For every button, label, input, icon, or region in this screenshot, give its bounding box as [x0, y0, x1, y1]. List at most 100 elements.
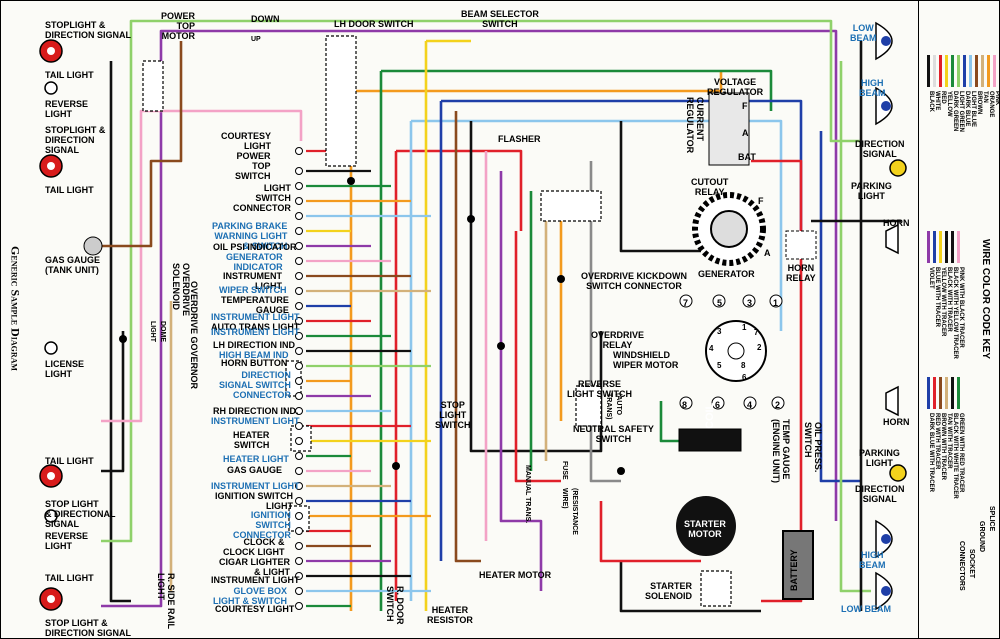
key-swatch-brown [975, 55, 978, 87]
splice-dot-3 [467, 215, 475, 223]
socket-6 [295, 242, 303, 250]
label-tail-2: TAIL LIGHT [45, 185, 94, 195]
connector-block-2 [540, 190, 602, 222]
socket-0 [295, 147, 303, 155]
splice-dot-0 [119, 335, 127, 343]
key-symbol-socket: SOCKET [968, 549, 975, 579]
distributor-center [727, 342, 745, 360]
socket-23 [295, 497, 303, 505]
key-symbol-connectors: CONNECTORS [958, 541, 965, 591]
label-cutout-relay: CUTOUT RELAY [691, 177, 729, 197]
label-instrument-light-4: INSTRUMENT LIGHT [211, 416, 300, 426]
label-resistance-wire: (RESISTANCE WIRE) [561, 488, 578, 535]
label-starter-solenoid: STARTER SOLENOID [645, 581, 693, 601]
red-lamp-center-3 [47, 595, 55, 603]
diagram-title: Generic Sample Diagram [8, 246, 23, 371]
wire-dkgreen-10 [381, 69, 773, 111]
label-lh-direction-ind: LH DIRECTION IND [213, 340, 295, 350]
socket-1 [295, 167, 303, 175]
label-dome-light: DOME LIGHT [149, 321, 166, 342]
label-battery: BATTERY [789, 549, 799, 592]
label-r-side-rail: R. SIDE RAIL LIGHT [156, 573, 176, 630]
label-clock: CLOCK & CLOCK LIGHT [223, 537, 285, 557]
key-swatch-black-with-yellow-tracer [951, 231, 954, 263]
distributor-plug-0 [679, 294, 693, 308]
socket-15 [295, 377, 303, 385]
label-stop-dir-3: STOP LIGHT & DIRECTIONAL SIGNAL [45, 499, 116, 529]
label-beam-selector: BEAM SELECTOR SWITCH [461, 9, 539, 29]
small-bulb-0 [44, 81, 58, 95]
socket-4 [295, 212, 303, 220]
dist-num-8: 8 [682, 400, 688, 410]
socket-24 [295, 512, 303, 520]
socket-30 [295, 602, 303, 610]
label-direction-signal-bottom: DIRECTION SIGNAL [855, 484, 905, 504]
socket-25 [295, 527, 303, 535]
dist-num-7: 7 [683, 298, 689, 308]
wire-red-12 [396, 149, 523, 231]
wire-brown-5 [101, 41, 183, 248]
label-reverse-light-switch: REVERSE LIGHT SWITCH [567, 379, 632, 399]
key-swatch-yellow-with-tracer [939, 231, 942, 263]
distributor-plug-1 [712, 294, 726, 308]
key-swatch-pink [993, 55, 996, 87]
wire-dkblue-30 [819, 131, 861, 483]
label-parking-light-top: PARKING LIGHT [851, 181, 892, 201]
wire-red-23 [514, 231, 561, 483]
socket-16 [295, 392, 303, 400]
key-swatch-blue-with-tracer [933, 231, 936, 263]
connector-block-7 [700, 570, 732, 607]
label-generator: GENERATOR [698, 269, 755, 279]
label-low-beam-bottom: LOW BEAM [841, 604, 891, 614]
red-lamp-center-1 [47, 162, 55, 170]
splice-dot-4 [497, 342, 505, 350]
label-heater-light: HEATER LIGHT [223, 454, 289, 464]
small-bulb-2 [44, 509, 58, 523]
key-symbol-ground: GROUND [978, 521, 985, 553]
label-overdrive-relay: OVERDRIVE RELAY [591, 330, 645, 350]
splice-dot-1 [347, 177, 355, 185]
label-flasher: FLASHER [498, 134, 541, 144]
splice-dot-2 [392, 462, 400, 470]
label-gas-gauge: GAS GAUGE [227, 465, 283, 475]
dist-num-3: 3 [747, 298, 753, 308]
label-parking-brake: PARKING BRAKE WARNING LIGHT & SWITCH [212, 221, 288, 251]
label-tail-bottom: TAIL LIGHT [45, 573, 94, 583]
label-horn-top: HORN [883, 218, 910, 228]
key-swatch-red [939, 55, 942, 87]
splice-dot-6 [617, 467, 625, 475]
starter-motor-body [676, 496, 736, 556]
label-ignition-switch-light: IGNITION SWITCH LIGHT [215, 491, 293, 511]
battery-body [782, 530, 814, 600]
distributor-plug-3 [769, 294, 783, 308]
label-power-top-motor: POWER TOP MOTOR [161, 11, 196, 41]
key-swatch-brown-with-tracer [939, 377, 942, 409]
socket-8 [295, 272, 303, 280]
socket-13 [295, 347, 303, 355]
label-courtesy-light-bottom: COURTESY LIGHT [215, 604, 295, 614]
wire-brown-19 [454, 111, 481, 563]
distributor-plug-2 [742, 294, 756, 308]
label-temp-gauge: TEMPERATURE GAUGE [221, 295, 289, 315]
label-high-beam-bottom: HIGH BEAM [859, 550, 886, 570]
small-bulb-1 [44, 341, 58, 355]
socket-18 [295, 422, 303, 430]
key-swatch-tan-with-tracer [945, 377, 948, 409]
label-heater-switch: HEATER SWITCH [233, 430, 270, 450]
wire-violet-2 [101, 29, 838, 608]
dist-inner-1: 1 [742, 323, 747, 332]
label-light-switch-connector: LIGHT SWITCH CONNECTOR [233, 183, 291, 213]
wire-violet-22 [499, 171, 543, 591]
gas-tank-unit [83, 236, 103, 256]
label-cigar-lighter: CIGAR LIGHTER & LIGHT [219, 557, 290, 577]
wire-red-35 [599, 501, 701, 563]
label-fuse: FUSE [561, 461, 568, 480]
distributor-plug-4 [679, 396, 693, 410]
ignition-coil [678, 428, 742, 452]
socket-14 [295, 362, 303, 370]
label-wiper-switch: WIPER SWITCH [219, 285, 287, 295]
wire-black-34 [619, 561, 761, 613]
label-instrument-light-2: INSTRUMENT LIGHT [211, 312, 300, 322]
